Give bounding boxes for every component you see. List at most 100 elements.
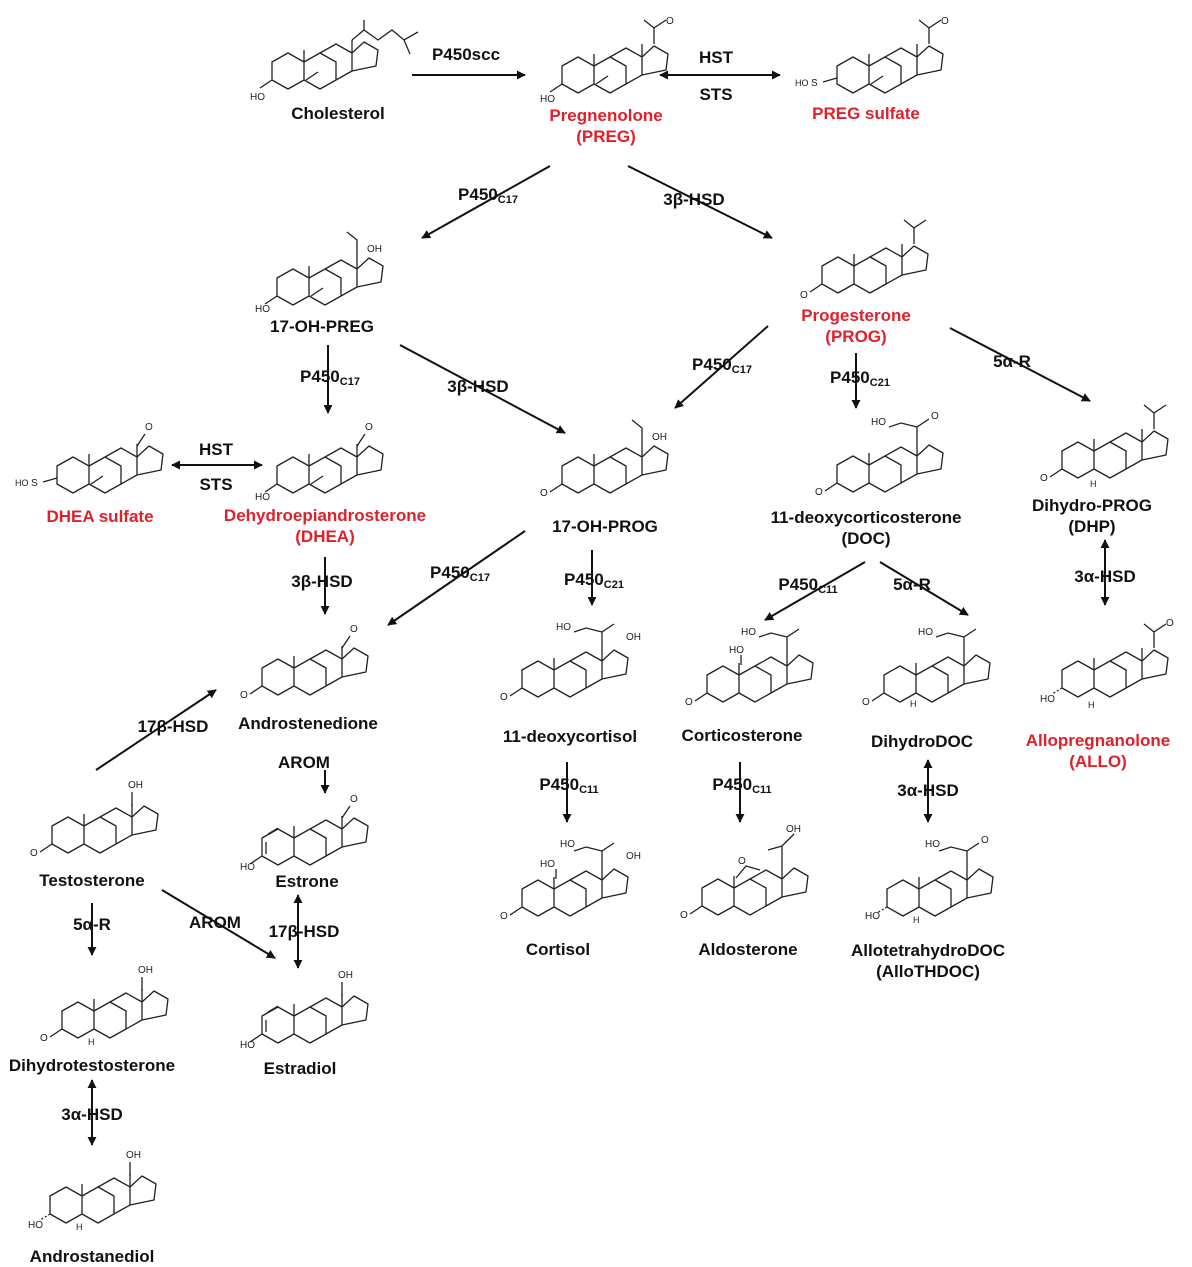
- oh-atom-label: OH: [367, 244, 382, 255]
- label-allothdoc: AllotetrahydroDOC (AlloTHDOC): [851, 940, 1005, 982]
- enzyme-p450c11-b: P450C11: [539, 775, 599, 796]
- allo-abbr: (ALLO): [1069, 752, 1127, 771]
- arrow-ohprog-androstenedione: [387, 530, 526, 626]
- 11-deoxycortisol-structure: HO OH O: [500, 622, 641, 702]
- ho-atom-label: HO: [240, 1040, 255, 1051]
- o-atom-label: O: [350, 624, 358, 635]
- ho-atom-label: HO: [918, 627, 933, 638]
- o-atom-label: O: [981, 835, 989, 846]
- dht-structure: OH O H: [40, 965, 169, 1047]
- ho-atom-label: HO: [1040, 694, 1055, 705]
- o-atom-label: O: [815, 487, 823, 497]
- label-cholesterol: Cholesterol: [291, 104, 385, 123]
- enzyme-3a-hsd-c: 3α-HSD: [61, 1105, 123, 1124]
- pregnenolone-structure: HO O: [540, 16, 674, 102]
- arrow-doc-corticosterone: [764, 561, 866, 621]
- label-doc: 11-deoxycorticosterone(DOC): [771, 507, 962, 549]
- label-dhea: Dehydroepiandrosterone (DHEA): [224, 505, 426, 547]
- o-atom-label: O: [240, 690, 248, 701]
- o-atom-label: O: [500, 911, 508, 922]
- ho-atom-label: HO: [240, 862, 255, 873]
- androstenedione-structure: O O: [240, 624, 369, 701]
- corticosterone-structure: HO HO O: [685, 627, 814, 707]
- androstanediol-structure: OH HO H: [28, 1150, 157, 1232]
- enzyme-5a-r-c: 5α-R: [73, 915, 111, 934]
- enzyme-p450scc: P450scc: [431, 45, 501, 64]
- testosterone-structure: OH O: [30, 780, 159, 859]
- doc-abbr: (DOC): [841, 529, 891, 548]
- ho-atom-label: HO: [255, 304, 270, 314]
- enzyme-p450c21-b: P450C21: [564, 570, 624, 591]
- dhea-sulfate-structure: O S HO: [15, 422, 164, 494]
- enzyme-hst-preg: HST: [699, 48, 733, 67]
- h-atom-label: H: [1090, 479, 1097, 487]
- h-atom-label: H: [913, 915, 920, 925]
- o-atom-label: O: [350, 794, 358, 805]
- dhea-structure: O HO: [255, 422, 384, 502]
- dhea-name: Dehydroepiandrosterone: [223, 506, 427, 525]
- o-atom-label: O: [30, 848, 38, 859]
- h-atom-label: H: [76, 1222, 83, 1232]
- label-androstanediol: Androstanediol: [29, 1247, 155, 1266]
- label-17-oh-preg: 17-OH-PREG: [270, 317, 374, 336]
- arrow-ohpreg-ohprog: [399, 344, 566, 434]
- oh-atom-label: OH: [786, 824, 801, 835]
- enzyme-arom-b: AROM: [189, 913, 241, 932]
- preg-sulfate-structure: S HO O: [795, 16, 949, 94]
- o-atom-label: O: [500, 692, 508, 702]
- label-preg-sulfate: PREG sulfate: [812, 104, 920, 123]
- allo-name: Allopregnanolone: [1025, 731, 1171, 750]
- enzyme-sts-preg: STS: [699, 85, 733, 104]
- o-atom-label: O: [1166, 618, 1174, 629]
- arrow-doc-dihydrodoc: [879, 561, 969, 616]
- o-atom-label: O: [685, 697, 693, 707]
- label-androstenedione: Androstenedione: [238, 714, 378, 733]
- cholesterol-structure: HO: [250, 20, 419, 102]
- label-dhp: Dihydro-PROG(DHP): [1032, 495, 1152, 537]
- arrows-layer: [87, 70, 1110, 1146]
- arrow-prog-ohprog: [674, 325, 769, 409]
- ho-atom-label: HO: [729, 645, 744, 656]
- dihydrodoc-structure: HO O H: [862, 627, 991, 707]
- allothdoc-structure: HO O HO H: [865, 835, 994, 925]
- enzyme-p450c11-a: P450C11: [778, 575, 838, 596]
- estrone-structure: O HO: [240, 794, 369, 873]
- s-atom-label: S: [31, 478, 38, 489]
- allothdoc-name: AllotetrahydroDOC: [851, 941, 1005, 960]
- arrow-prog-dhp: [949, 327, 1091, 402]
- oh-atom-label: OH: [128, 780, 143, 791]
- dhp-structure: O H: [1040, 404, 1169, 487]
- o-atom-label: O: [666, 16, 674, 27]
- ho-atom-label: HO: [556, 622, 571, 633]
- ho-atom-label: HO: [540, 859, 555, 870]
- label-dht: Dihydrotestosterone: [8, 1056, 176, 1075]
- label-cortisol: Cortisol: [525, 940, 591, 959]
- ho-atom-label: HO: [865, 911, 880, 922]
- progesterone-structure: O: [800, 219, 929, 301]
- doc-structure: HO O O: [815, 411, 944, 497]
- allothdoc-abbr: (AlloTHDOC): [876, 962, 980, 981]
- enzyme-3b-hsd-c: 3β-HSD: [291, 572, 353, 591]
- enzyme-hst-dhea: HST: [199, 440, 233, 459]
- ho-atom-label: HO: [925, 839, 940, 850]
- o-atom-label: O: [40, 1033, 48, 1044]
- enzyme-3b-hsd-a: 3β-HSD: [663, 190, 725, 209]
- o-atom-label: O: [365, 422, 373, 433]
- label-progesterone: Progesterone(PROG): [801, 305, 911, 347]
- o-atom-label: O: [931, 411, 939, 422]
- o-atom-label: O: [862, 697, 870, 707]
- o-atom-label: O: [680, 910, 688, 921]
- o-atom-label: O: [941, 16, 949, 27]
- dhea-abbr: (DHEA): [295, 527, 355, 546]
- enzyme-5a-r-b: 5α-R: [893, 575, 931, 594]
- label-dihydrodoc: DihydroDOC: [871, 732, 973, 751]
- label-allopregnanolone: Allopregnanolone (ALLO): [1026, 730, 1171, 772]
- label-11-deoxycortisol: 11-deoxycortisol: [502, 727, 638, 746]
- arrow-preg-ohpreg: [421, 165, 551, 239]
- pregnenolone-name: Pregnenolone: [549, 106, 663, 125]
- ho-atom-label: HO: [871, 417, 886, 428]
- label-estradiol: Estradiol: [263, 1059, 337, 1078]
- enzyme-p450c21-a: P450C21: [830, 368, 890, 389]
- enzyme-3b-hsd-b: 3β-HSD: [447, 377, 509, 396]
